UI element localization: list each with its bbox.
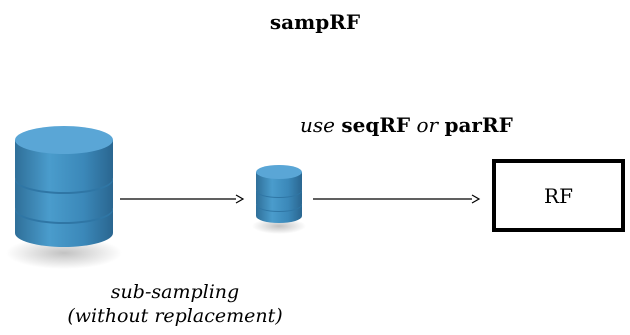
rf-label: RF [544,183,573,208]
rf-box: RF [492,159,625,232]
caption-line-2: (without replacement) [67,305,283,327]
method-option-parrf: parRF [444,113,513,137]
method-or-text: or [416,113,439,137]
large-database-icon [6,126,122,269]
arrow-to-rf [313,194,481,204]
caption-line-1: sub-sampling [110,281,240,303]
method-option-seqrf: seqRF [341,113,411,137]
method-use-text: use [300,113,335,137]
diagram-title: sampRF [269,10,361,34]
small-database-icon [252,165,306,234]
arrow-subsample [120,194,245,204]
method-label: use seqRF or parRF [300,113,513,137]
subsampling-caption: sub-sampling (without replacement) [0,280,350,328]
